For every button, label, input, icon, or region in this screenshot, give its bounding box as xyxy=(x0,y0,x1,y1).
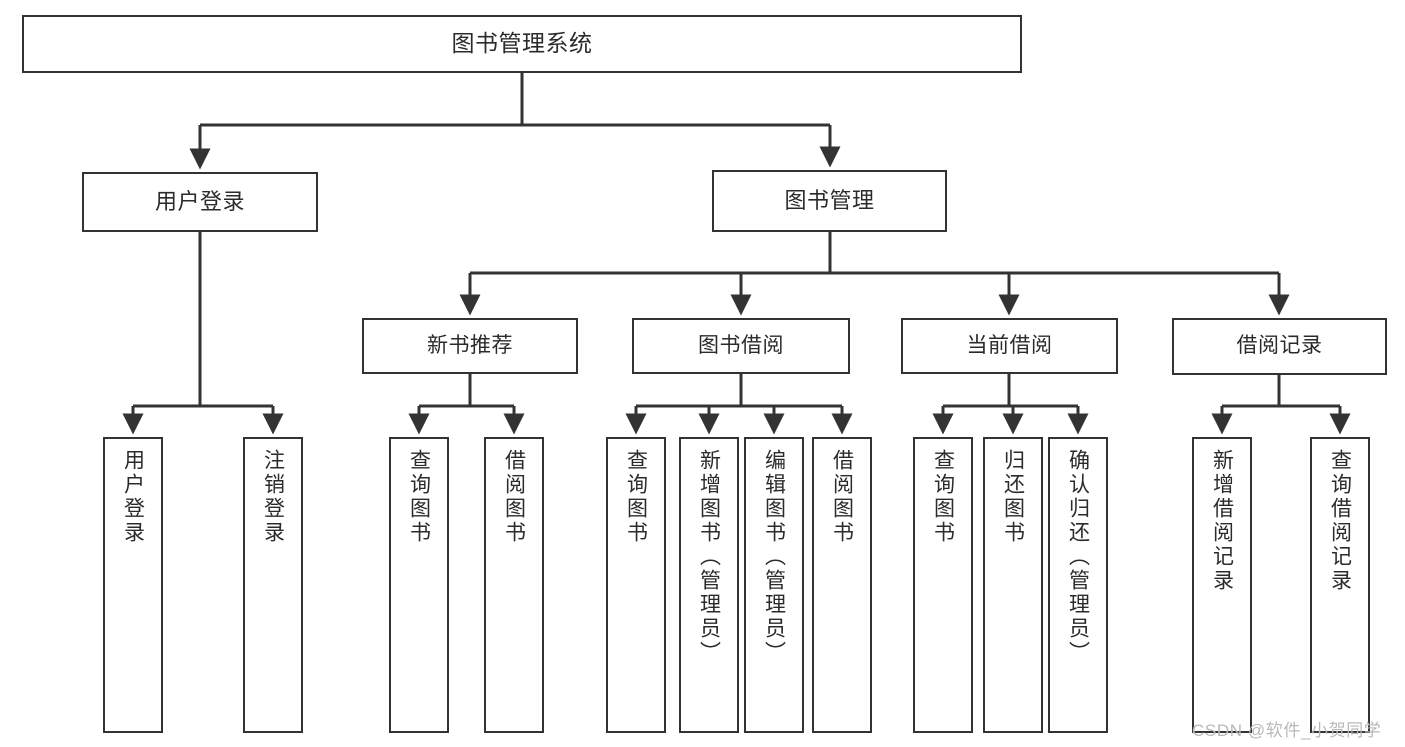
node-leaf-confirm-return[interactable]: 确认归还（管理员） xyxy=(1048,437,1108,733)
node-leaf-return-book-label: 归还图书 xyxy=(1001,449,1025,545)
node-new-book-recommend[interactable]: 新书推荐 xyxy=(362,318,578,374)
node-leaf-borrow-book-rec-label: 借阅图书 xyxy=(502,449,526,545)
node-leaf-query-book-bb-label: 查询图书 xyxy=(624,449,648,545)
node-leaf-logout-label: 注销登录 xyxy=(261,449,285,545)
node-borrow-record[interactable]: 借阅记录 xyxy=(1172,318,1387,375)
node-leaf-user-login[interactable]: 用户登录 xyxy=(103,437,163,733)
node-book-borrow[interactable]: 图书借阅 xyxy=(632,318,850,374)
node-leaf-query-book-bb[interactable]: 查询图书 xyxy=(606,437,666,733)
node-leaf-logout[interactable]: 注销登录 xyxy=(243,437,303,733)
node-leaf-query-book-rec[interactable]: 查询图书 xyxy=(389,437,449,733)
node-leaf-query-book-cb-label: 查询图书 xyxy=(931,449,955,545)
node-current-borrow-label: 当前借阅 xyxy=(966,333,1053,357)
node-new-book-recommend-label: 新书推荐 xyxy=(427,333,513,357)
node-book-manage[interactable]: 图书管理 xyxy=(712,170,947,232)
node-leaf-add-book[interactable]: 新增图书（管理员） xyxy=(679,437,739,733)
node-leaf-query-record-label: 查询借阅记录 xyxy=(1328,449,1352,593)
node-leaf-borrow-book-bb-label: 借阅图书 xyxy=(830,449,854,545)
node-leaf-query-book-rec-label: 查询图书 xyxy=(407,449,431,545)
node-leaf-borrow-book-bb[interactable]: 借阅图书 xyxy=(812,437,872,733)
node-book-manage-label: 图书管理 xyxy=(784,188,875,214)
node-borrow-record-label: 借阅记录 xyxy=(1236,334,1323,358)
node-leaf-borrow-book-rec[interactable]: 借阅图书 xyxy=(484,437,544,733)
node-user-login-label: 用户登录 xyxy=(154,189,245,215)
node-leaf-add-record-label: 新增借阅记录 xyxy=(1210,449,1234,593)
node-root[interactable]: 图书管理系统 xyxy=(22,15,1022,73)
node-current-borrow[interactable]: 当前借阅 xyxy=(901,318,1118,374)
node-user-login[interactable]: 用户登录 xyxy=(82,172,318,232)
watermark: CSDN @软件_小贺同学 xyxy=(1192,721,1382,740)
node-leaf-confirm-return-label: 确认归还（管理员） xyxy=(1066,449,1090,665)
node-leaf-add-record[interactable]: 新增借阅记录 xyxy=(1192,437,1252,733)
node-leaf-edit-book-label: 编辑图书（管理员） xyxy=(762,449,786,665)
node-root-label: 图书管理系统 xyxy=(451,30,593,57)
node-leaf-return-book[interactable]: 归还图书 xyxy=(983,437,1043,733)
node-leaf-edit-book[interactable]: 编辑图书（管理员） xyxy=(744,437,804,733)
node-leaf-query-book-cb[interactable]: 查询图书 xyxy=(913,437,973,733)
node-leaf-user-login-label: 用户登录 xyxy=(121,449,145,545)
node-leaf-add-book-label: 新增图书（管理员） xyxy=(697,449,721,665)
node-book-borrow-label: 图书借阅 xyxy=(698,333,784,357)
node-leaf-query-record[interactable]: 查询借阅记录 xyxy=(1310,437,1370,733)
